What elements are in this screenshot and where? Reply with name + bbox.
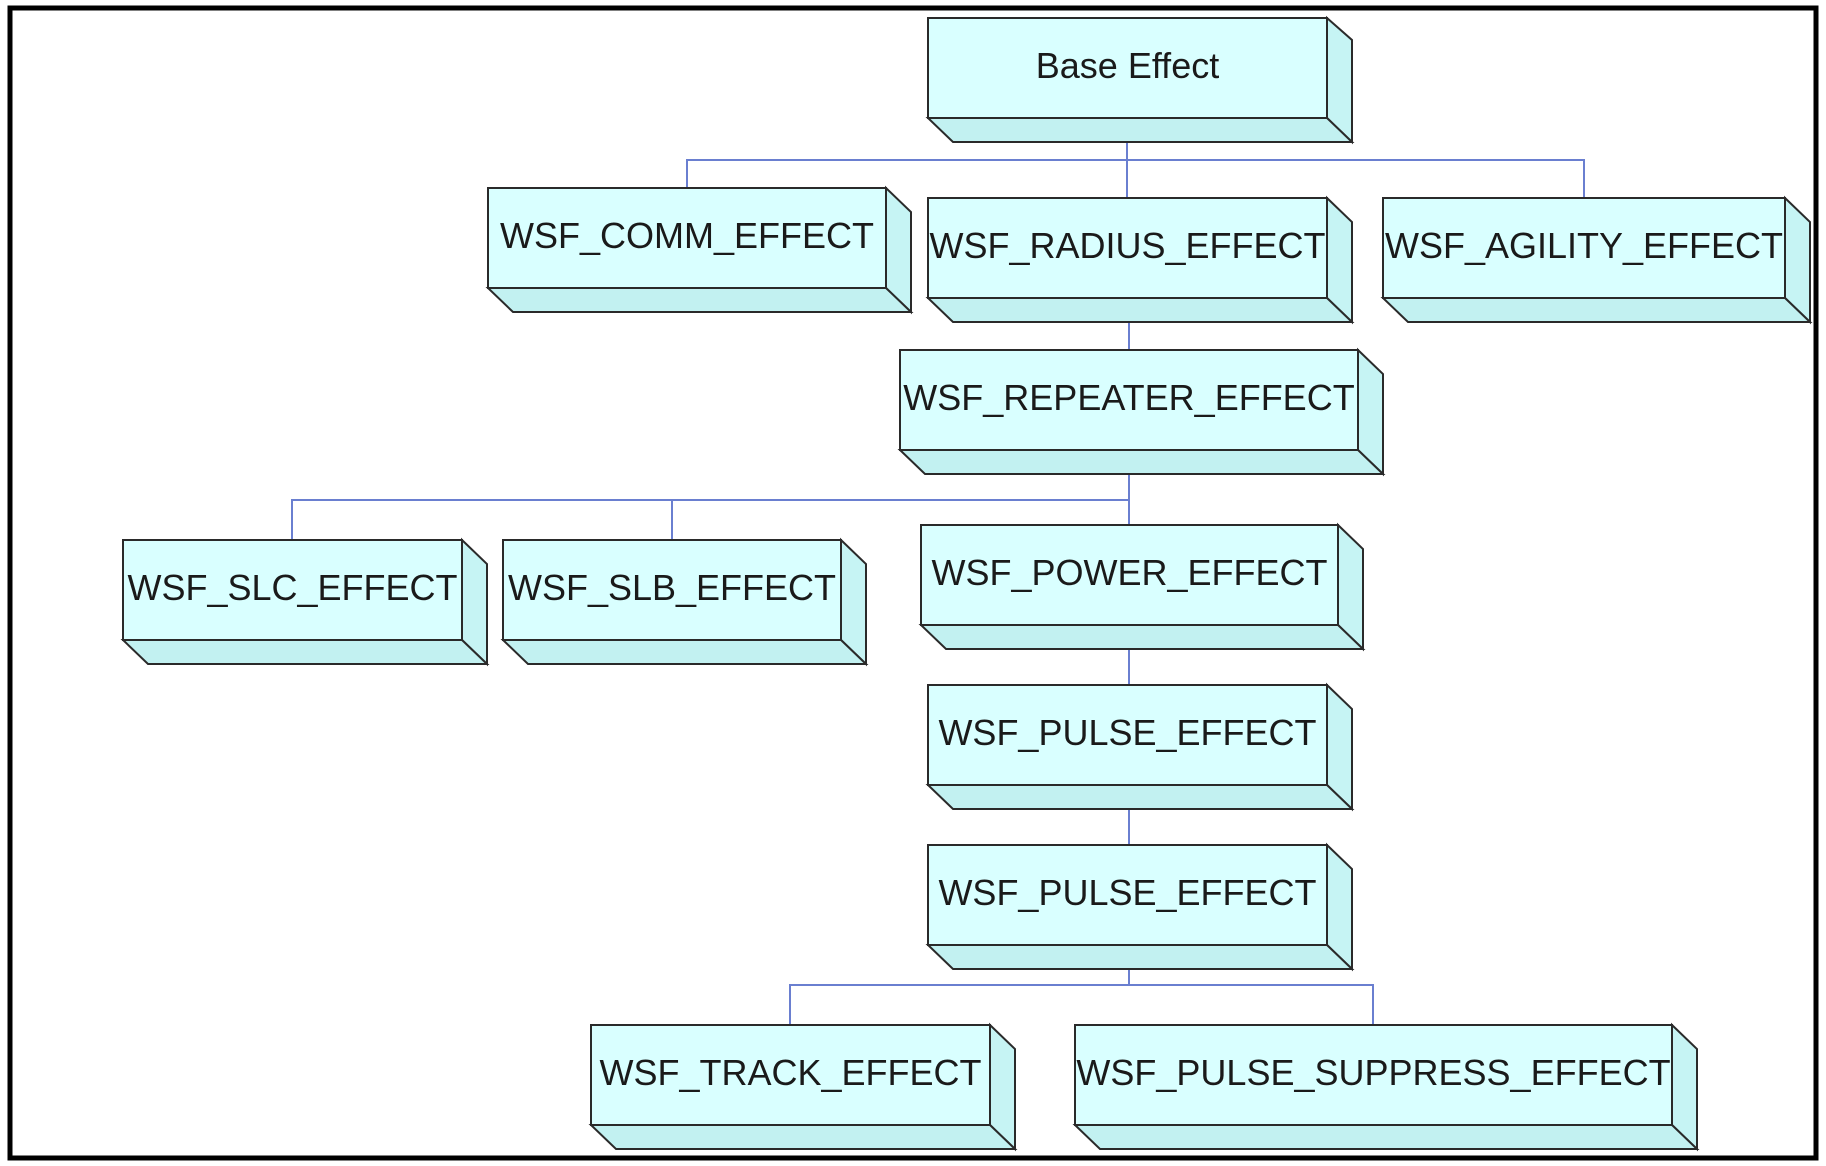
connector-line <box>291 499 1129 540</box>
node-wsf-slc-effect-label: WSF_SLC_EFFECT <box>127 567 457 608</box>
connector-line <box>686 159 1127 188</box>
node-wsf-pulse-effect-2: WSF_PULSE_EFFECT <box>925 842 1355 972</box>
node-wsf-radius-effect: WSF_RADIUS_EFFECT <box>925 195 1355 325</box>
node-wsf-agility-effect-label: WSF_AGILITY_EFFECT <box>1385 225 1783 266</box>
node-wsf-radius-effect-label: WSF_RADIUS_EFFECT <box>929 225 1325 266</box>
node-wsf-pulse-suppress-effect: WSF_PULSE_SUPPRESS_EFFECT <box>1072 1022 1700 1152</box>
node-wsf-pulse-effect-1: WSF_PULSE_EFFECT <box>925 682 1355 812</box>
node-wsf-slb-effect-label: WSF_SLB_EFFECT <box>508 567 836 608</box>
node-wsf-slc-effect: WSF_SLC_EFFECT <box>120 537 490 667</box>
node-wsf-power-effect-label: WSF_POWER_EFFECT <box>931 552 1327 593</box>
node-wsf-pulse-suppress-effect-label: WSF_PULSE_SUPPRESS_EFFECT <box>1076 1052 1670 1093</box>
connector-line <box>789 984 1129 1025</box>
node-wsf-slb-effect: WSF_SLB_EFFECT <box>500 537 869 667</box>
node-wsf-repeater-effect: WSF_REPEATER_EFFECT <box>897 347 1386 477</box>
connector-line <box>1127 159 1585 198</box>
node-wsf-track-effect-label: WSF_TRACK_EFFECT <box>599 1052 981 1093</box>
node-wsf-pulse-effect-2-label: WSF_PULSE_EFFECT <box>938 872 1316 913</box>
node-wsf-power-effect: WSF_POWER_EFFECT <box>918 522 1366 652</box>
node-wsf-pulse-effect-1-label: WSF_PULSE_EFFECT <box>938 712 1316 753</box>
node-wsf-comm-effect: WSF_COMM_EFFECT <box>485 185 914 315</box>
node-wsf-agility-effect: WSF_AGILITY_EFFECT <box>1380 195 1813 325</box>
connector-line <box>1129 984 1374 1025</box>
node-wsf-repeater-effect-label: WSF_REPEATER_EFFECT <box>903 377 1354 418</box>
node-base-effect: Base Effect <box>925 15 1355 145</box>
node-wsf-track-effect: WSF_TRACK_EFFECT <box>588 1022 1018 1152</box>
node-base-effect-label: Base Effect <box>1036 45 1219 86</box>
node-wsf-comm-effect-label: WSF_COMM_EFFECT <box>500 215 874 256</box>
